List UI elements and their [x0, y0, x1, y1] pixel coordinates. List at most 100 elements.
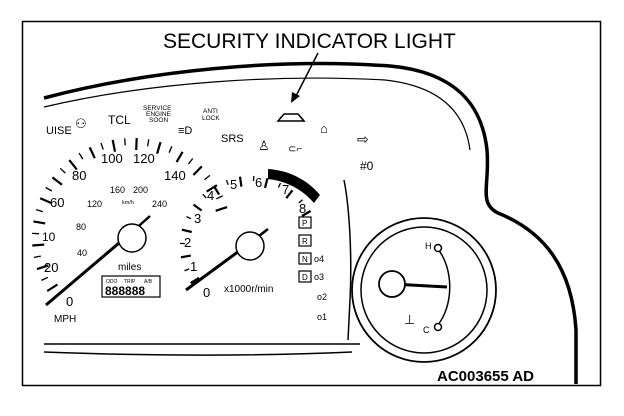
- gear-position-4: o4: [314, 254, 324, 264]
- tachometer-tick: [277, 182, 282, 188]
- odometer-marker-trip: TRIP: [124, 279, 136, 285]
- speedometer-tick-marks: [32, 138, 228, 292]
- tachometer: 0 1 2 3 4 5 6 7 8 x1000r/min: [179, 169, 320, 300]
- mph-label-0: 0: [66, 294, 73, 309]
- tach-unit-label: x1000r/min: [224, 284, 273, 295]
- gear-box-p: [298, 216, 312, 229]
- tachometer-tick: [238, 176, 243, 187]
- odometer-display: [101, 275, 161, 298]
- speedo-unit-label: miles: [118, 262, 141, 273]
- tachometer-tick: [285, 189, 294, 199]
- gear-box-n: [298, 252, 312, 265]
- tachometer-tick-marks: [179, 176, 312, 285]
- service-label-line2: ENGINE: [146, 111, 172, 118]
- temp-gauge-cold-marker: [433, 322, 443, 332]
- callout-arrowhead: [291, 92, 300, 103]
- tachometer-tick: [192, 203, 203, 212]
- gear-box-d: [298, 270, 312, 283]
- speedometer-hub: [117, 223, 147, 253]
- door-ajar-icon: ⌂: [320, 121, 328, 136]
- temperature-gauge: H C ⊥: [351, 217, 497, 363]
- cluster-bezel-inner: [43, 77, 471, 151]
- tachometer-tick: [180, 254, 191, 259]
- figure-border: [21, 20, 602, 387]
- tachometer-redzone: [268, 169, 320, 203]
- tachometer-hub: [235, 231, 265, 261]
- tachometer-tick: [190, 276, 200, 285]
- speedometer-tick: [192, 165, 203, 176]
- speedometer-tick: [204, 174, 211, 181]
- gear-label-p: P: [302, 219, 307, 228]
- kmh-label-40: 40: [77, 248, 87, 258]
- odometer-value: 888888: [105, 284, 145, 298]
- cluster-housing: [43, 61, 578, 384]
- gear-position-1: o1: [317, 312, 327, 322]
- hold-label: #0: [360, 159, 374, 173]
- traction-icon: ⚇: [75, 116, 87, 131]
- tachometer-tick: [202, 193, 207, 199]
- temp-gauge-scale-arc: [436, 247, 451, 327]
- tachometer-tick: [301, 210, 312, 217]
- speedometer-tick: [59, 167, 66, 174]
- speedometer-needle: [45, 230, 133, 307]
- tach-label-7: 7: [282, 182, 289, 197]
- cluster-bottom-edge: [43, 343, 360, 356]
- speedometer-tick: [187, 158, 194, 165]
- temp-gauge-hub: [378, 270, 406, 298]
- speedometer-tick: [111, 139, 117, 152]
- speedometer-tick: [35, 208, 43, 213]
- speedometer-tick: [41, 276, 49, 281]
- mph-edge-label: 10: [42, 230, 56, 244]
- speedometer-tick: [32, 243, 45, 247]
- speedometer-tick: [146, 139, 150, 147]
- gear-label-n: N: [302, 255, 308, 264]
- cruise-label: UISE: [46, 125, 72, 137]
- temp-gauge-hot-label: H: [425, 241, 432, 251]
- speedometer-tick: [168, 146, 173, 153]
- tachometer-tick: [212, 185, 221, 196]
- tachometer-tick: [186, 216, 192, 220]
- callout-label: SECURITY INDICATOR LIGHT: [163, 30, 456, 53]
- speedometer-tick: [36, 264, 49, 271]
- figure-id-label: AC003655 AD: [437, 368, 534, 385]
- callout-leader-line: [295, 52, 319, 97]
- tachometer-tick: [184, 268, 190, 272]
- tach-label-4: 4: [207, 188, 214, 203]
- tach-label-8: 8: [299, 201, 306, 216]
- kmh-label-120: 120: [87, 199, 102, 209]
- gear-label-d: D: [302, 273, 308, 282]
- speedometer-tick: [33, 220, 46, 225]
- mph-label-120: 120: [133, 151, 155, 166]
- tachometer-tick: [181, 228, 192, 234]
- gear-indicator: P R N o4 D o3 o2 o1: [298, 216, 327, 322]
- tcl-label: TCL: [108, 113, 131, 127]
- mph-label-20: 20: [44, 260, 58, 275]
- speedometer-tick: [33, 255, 41, 259]
- tach-label-0: 0: [203, 285, 210, 300]
- mph-label-140: 140: [164, 168, 186, 183]
- mph-label-80: 80: [72, 168, 86, 183]
- speedometer-tick: [124, 138, 126, 146]
- kmh-label-200: 200: [133, 185, 148, 195]
- tach-label-2: 2: [184, 235, 191, 250]
- odometer-marker-ab: A/B: [144, 279, 153, 285]
- speedometer-tick: [216, 195, 223, 200]
- speedometer-tick: [39, 197, 52, 205]
- gear-box-r: [298, 234, 312, 247]
- antilock-label-line2: LOCK: [202, 115, 220, 122]
- speedometer-tick: [135, 138, 138, 151]
- kmh-label-80: 80: [76, 222, 86, 232]
- speedometer-tick: [175, 151, 184, 163]
- coolant-temperature-icon: ⊥: [404, 312, 415, 327]
- mph-label-100: 100: [101, 151, 123, 166]
- tachometer-tick: [225, 179, 229, 186]
- headlight-icon: ≡D: [178, 125, 192, 137]
- temp-gauge-hot-marker: [433, 243, 443, 253]
- seatbelt-icon: ♙: [258, 138, 270, 153]
- speedometer-tick: [46, 283, 58, 292]
- kmh-unit-label: km/h: [122, 200, 134, 206]
- kmh-label-160: 160: [110, 185, 125, 195]
- speedometer-tick: [88, 146, 96, 159]
- tach-label-1: 1: [190, 259, 197, 274]
